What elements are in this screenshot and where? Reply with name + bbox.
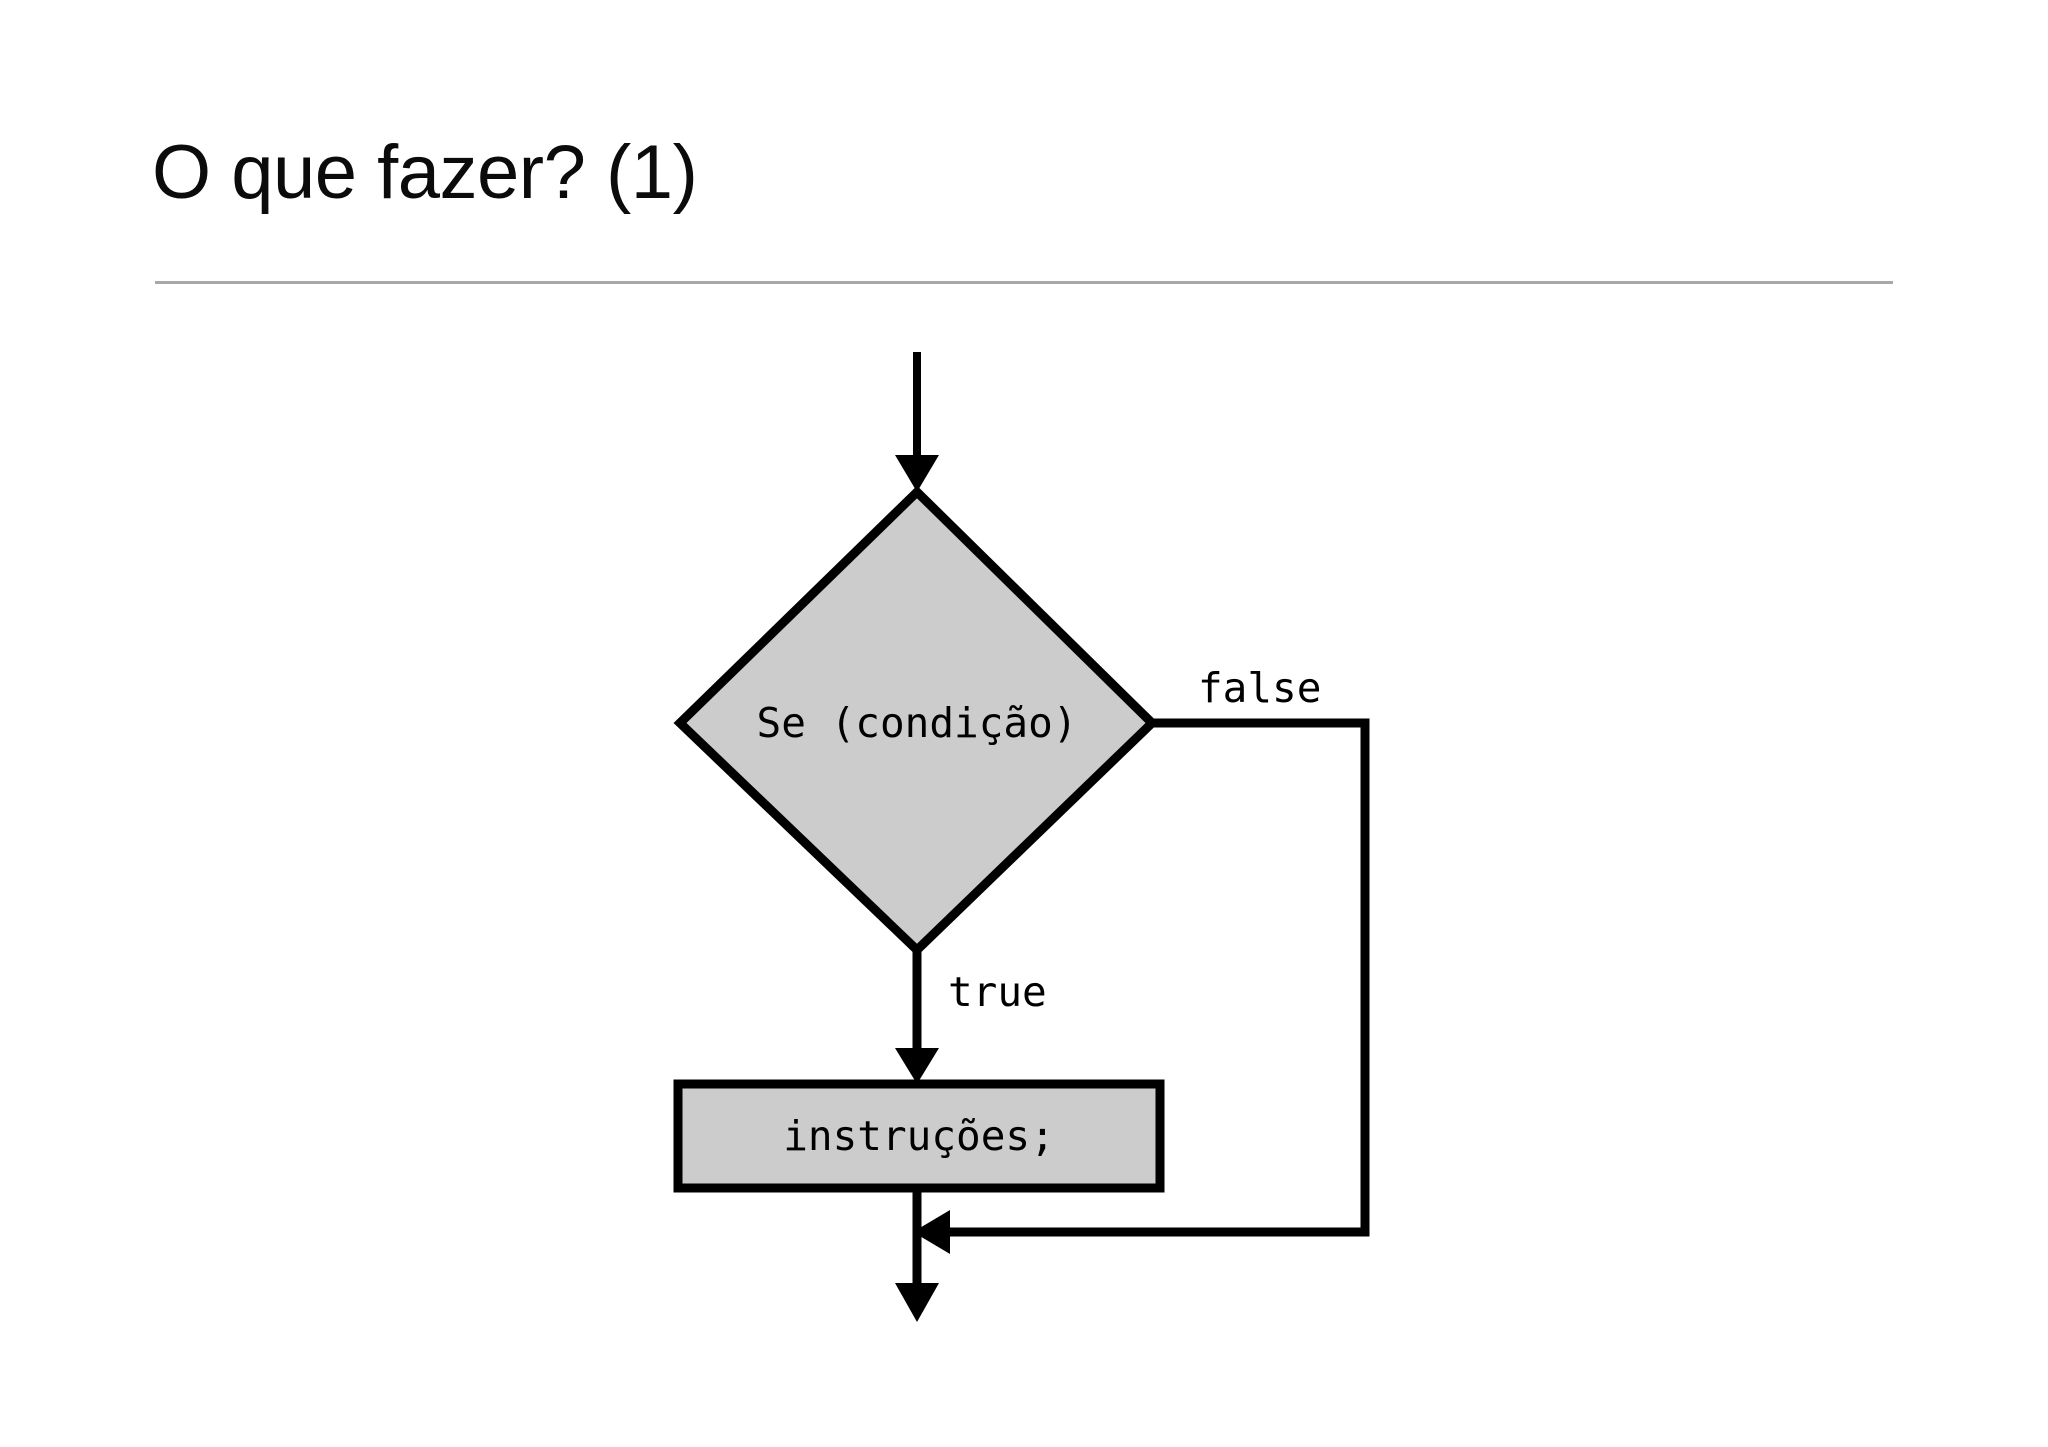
edge-entry-arrow bbox=[895, 352, 939, 492]
edge-label-true: true bbox=[948, 968, 1047, 1016]
decision-label: Se (condição) bbox=[757, 699, 1078, 747]
page-title: O que fazer? (1) bbox=[152, 130, 698, 215]
edge-true-path bbox=[895, 950, 939, 1084]
title-divider bbox=[155, 281, 1893, 284]
edge-exit-arrow bbox=[895, 1188, 939, 1322]
process-node[interactable]: instruções; bbox=[673, 1079, 1165, 1193]
false-arrow-head bbox=[913, 1210, 950, 1254]
edge-label-false: false bbox=[1198, 664, 1321, 712]
exit-arrow-head bbox=[895, 1283, 939, 1322]
entry-arrow-head bbox=[895, 455, 939, 492]
decision-node[interactable]: Se (condição) bbox=[673, 485, 1159, 957]
true-arrow-head bbox=[895, 1048, 939, 1084]
edge-false-path bbox=[913, 718, 1370, 1254]
process-rect-shape bbox=[673, 1079, 1165, 1193]
false-path-line bbox=[945, 718, 1370, 1237]
process-label: instruções; bbox=[783, 1112, 1055, 1160]
